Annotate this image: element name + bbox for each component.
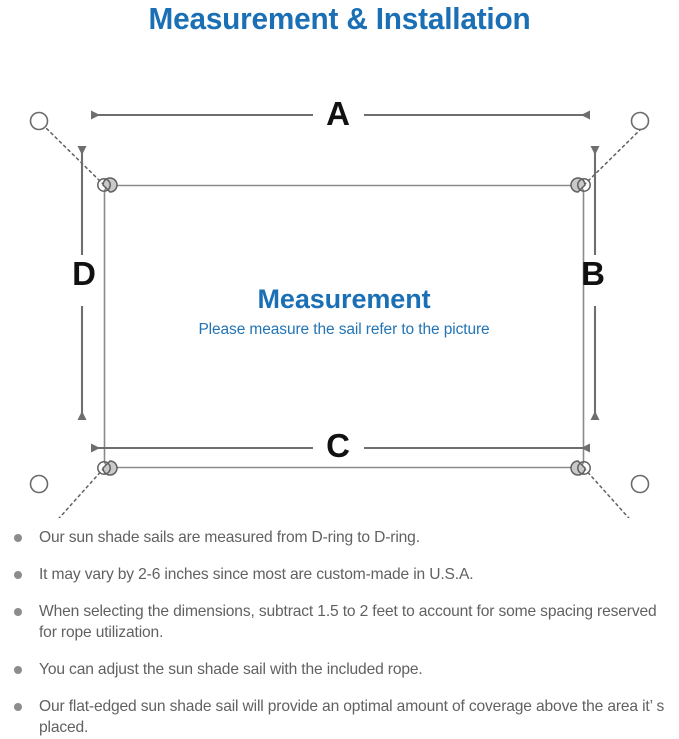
diagram-svg xyxy=(29,110,650,518)
d-ring-top-right xyxy=(570,177,591,193)
bullet-icon xyxy=(14,534,22,542)
rope-line-top-left xyxy=(43,125,105,186)
anchor-point-bottom-left xyxy=(29,474,49,494)
rope-line-top-right xyxy=(583,125,645,186)
note-text: You can adjust the sun shade sail with t… xyxy=(39,661,423,678)
list-item: Our flat-edged sun shade sail will provi… xyxy=(12,696,672,738)
d-ring-bottom-right xyxy=(570,460,591,476)
anchor-point-top-right xyxy=(630,111,650,131)
dimension-label-d: D xyxy=(72,255,96,292)
dimension-label-b: B xyxy=(581,255,605,292)
list-item: When selecting the dimensions, subtract … xyxy=(12,601,672,643)
note-text: Our sun shade sails are measured from D-… xyxy=(39,529,420,546)
note-text: When selecting the dimensions, subtract … xyxy=(39,603,657,641)
page-title: Measurement & Installation xyxy=(148,1,531,36)
notes-list: Our sun shade sails are measured from D-… xyxy=(12,527,672,738)
dimension-label-c: C xyxy=(326,427,350,464)
rope-line-bottom-right xyxy=(583,467,630,518)
list-item: Our sun shade sails are measured from D-… xyxy=(12,527,672,548)
d-ring-top-left xyxy=(97,177,118,193)
note-text: It may vary by 2-6 inches since most are… xyxy=(39,566,474,583)
anchor-point-bottom-right xyxy=(630,474,650,494)
d-ring-bottom-left xyxy=(97,460,118,476)
bullet-icon xyxy=(14,703,22,711)
bullet-icon xyxy=(14,608,22,616)
list-item: It may vary by 2-6 inches since most are… xyxy=(12,564,672,585)
bullet-icon xyxy=(14,571,22,579)
note-text: Our flat-edged sun shade sail will provi… xyxy=(39,698,665,736)
sail-rectangle xyxy=(103,184,585,469)
rope-line-bottom-left xyxy=(58,467,105,518)
measurement-diagram: A B C D Measurement Please measure the s… xyxy=(0,48,679,518)
list-item: You can adjust the sun shade sail with t… xyxy=(12,659,672,680)
anchor-point-top-left xyxy=(29,111,49,131)
bullet-icon xyxy=(14,666,22,674)
dimension-label-a: A xyxy=(326,95,350,132)
